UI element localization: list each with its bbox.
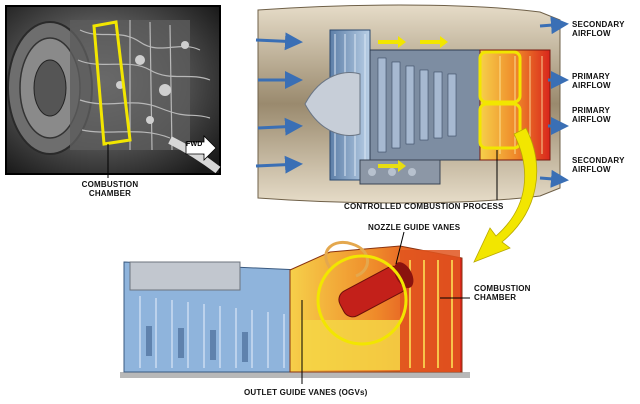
intake-airflow-arrows bbox=[255, 32, 303, 174]
combustion-chamber-highlight bbox=[92, 20, 132, 146]
label-secondary-airflow-bottom: SECONDARY AIRFLOW bbox=[572, 156, 625, 174]
nozzle-guide-vane-highlight bbox=[316, 254, 408, 346]
label-controlled-combustion: CONTROLLED COMBUSTION PROCESS bbox=[344, 202, 504, 211]
label-outlet-guide-vanes: OUTLET GUIDE VANES (OGVs) bbox=[244, 388, 368, 397]
label-primary-airflow-bottom: PRIMARY AIRFLOW bbox=[572, 106, 611, 124]
engine-photo bbox=[5, 5, 221, 178]
label-secondary-airflow-top: SECONDARY AIRFLOW bbox=[572, 20, 625, 38]
label-nozzle-guide-vanes: NOZZLE GUIDE VANES bbox=[368, 223, 461, 232]
exhaust-airflow-arrows bbox=[539, 16, 569, 188]
label-primary-airflow-top: PRIMARY AIRFLOW bbox=[572, 72, 611, 90]
combustor-section-cutaway bbox=[120, 231, 470, 384]
engine-cutaway bbox=[257, 4, 561, 204]
fwd-arrow-icon bbox=[185, 135, 217, 161]
label-fwd: FWD bbox=[186, 141, 203, 148]
label-combustion-chamber-section: COMBUSTION CHAMBER bbox=[474, 284, 531, 302]
connector-arrow bbox=[473, 127, 538, 263]
label-combustion-chamber-photo: COMBUSTION CHAMBER bbox=[81, 180, 139, 198]
